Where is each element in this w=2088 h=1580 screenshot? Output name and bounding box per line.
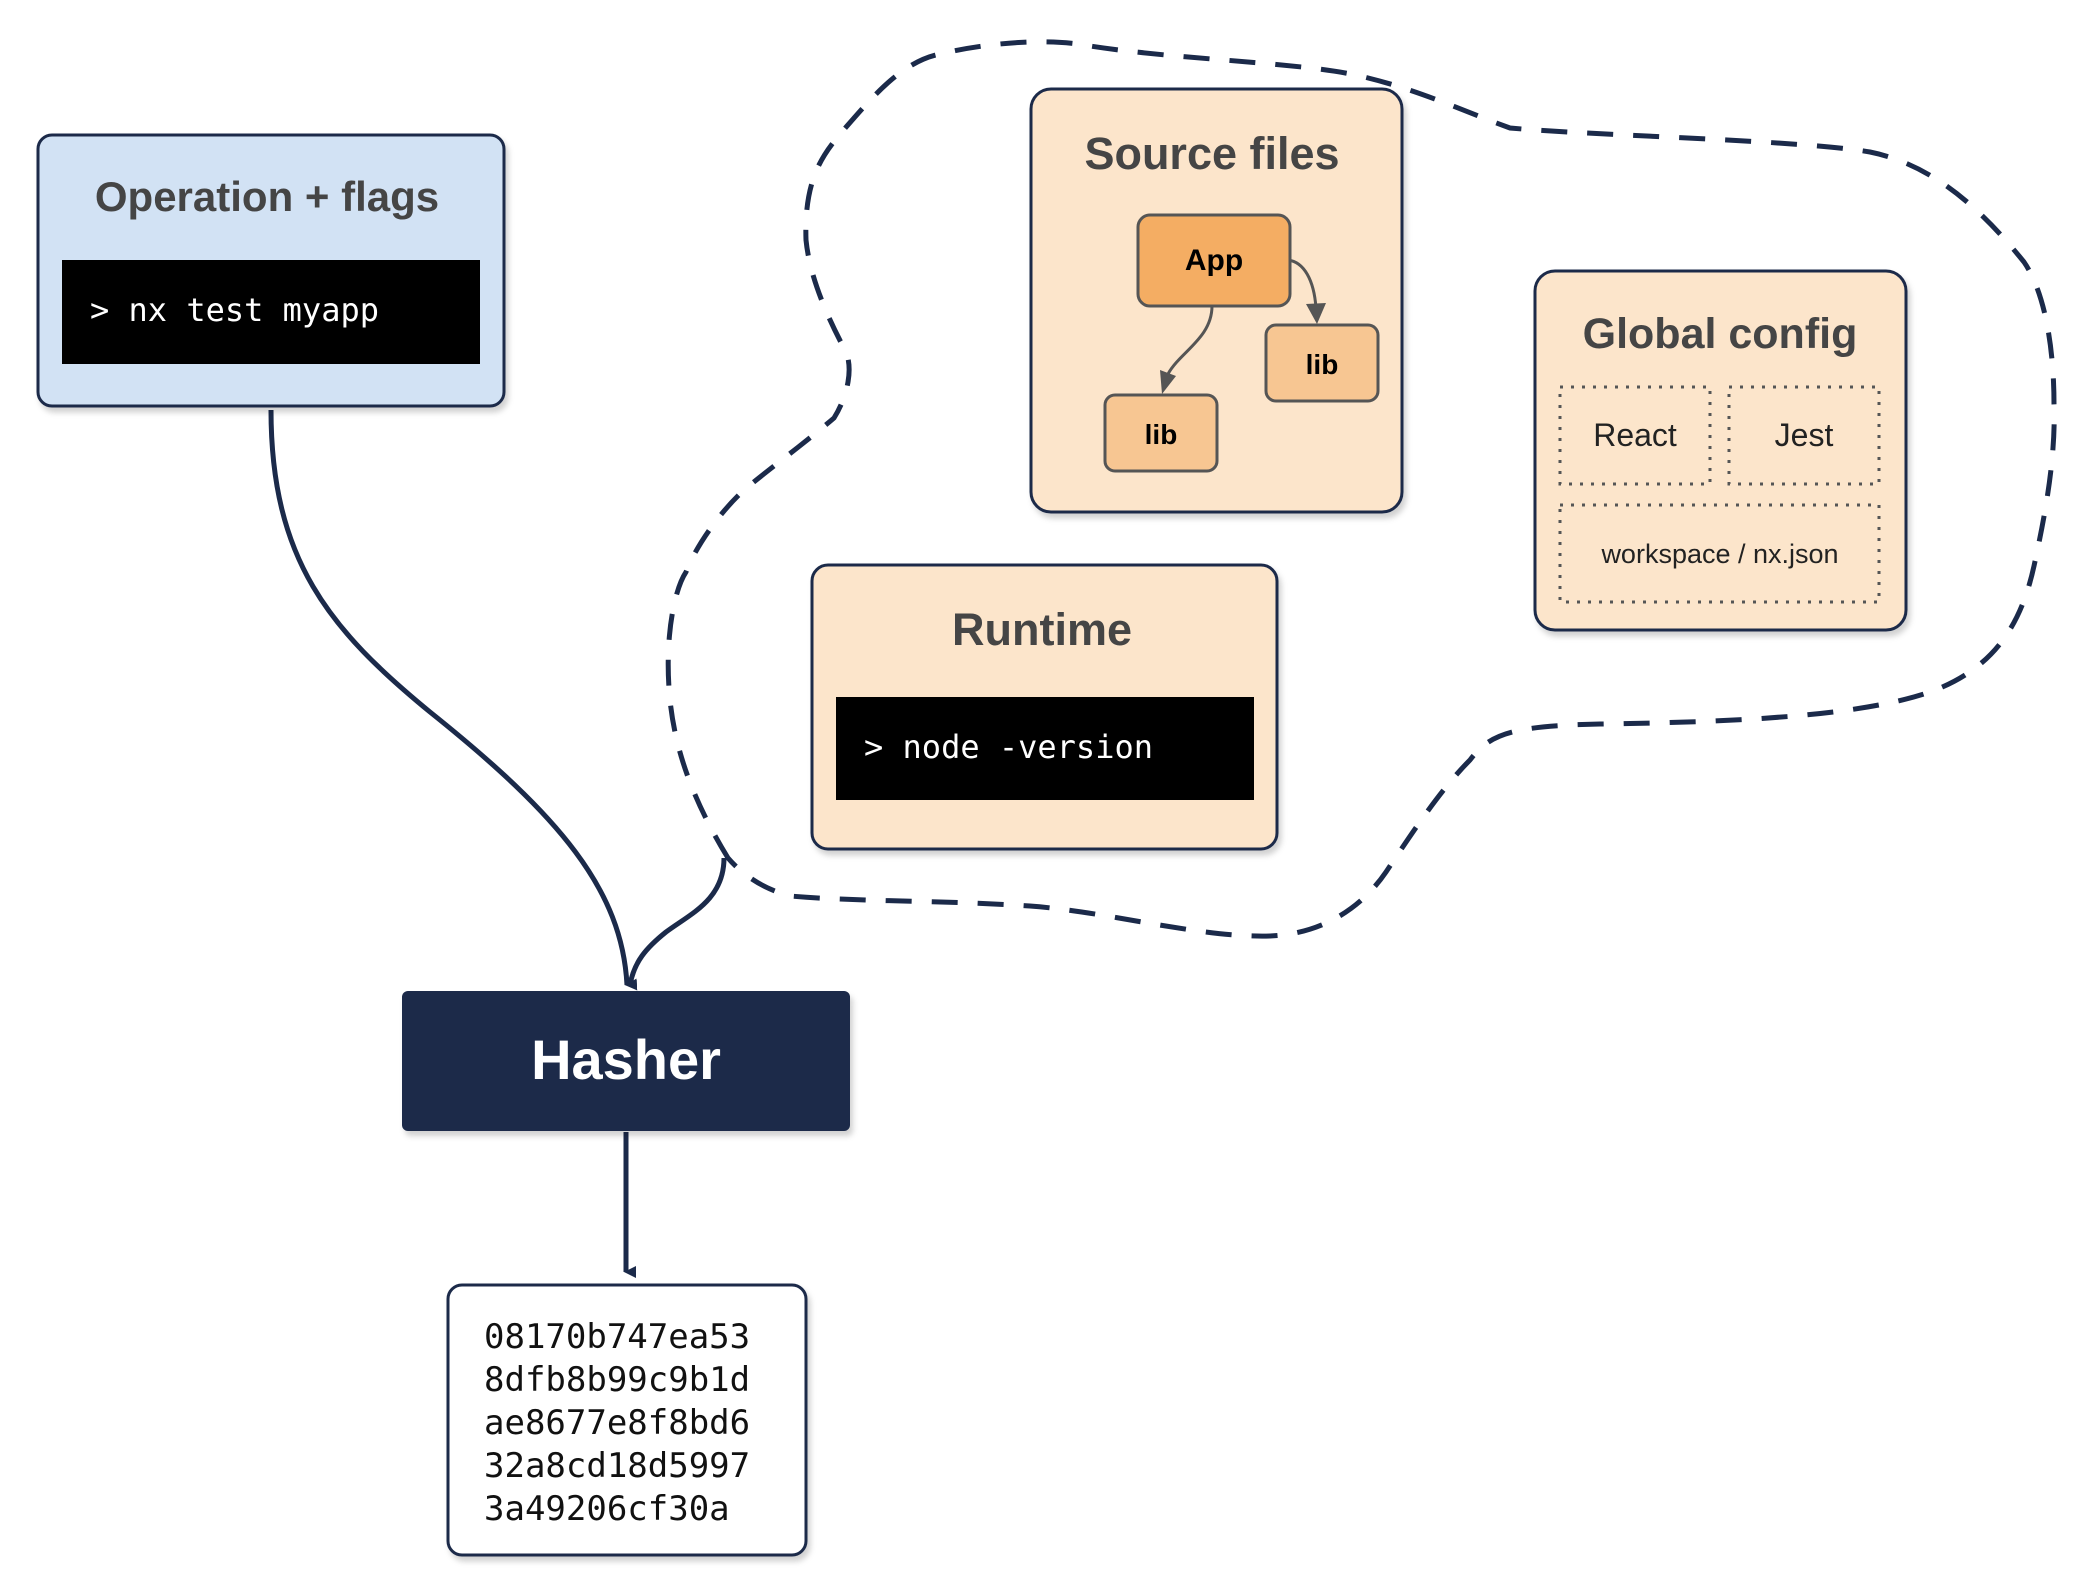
operation-command: > nx test myapp xyxy=(90,291,379,329)
edge-app-to-lib-left-head xyxy=(1160,370,1176,394)
runtime-terminal xyxy=(836,697,1254,800)
dependency-cloud-boundary xyxy=(665,39,2057,939)
runtime-box: Runtime > node -version xyxy=(810,563,1279,851)
workspace-config-cell xyxy=(1558,503,1881,604)
hash-line-3: ae8677e8f8bd6 xyxy=(484,1403,750,1443)
workspace-config-label: workspace / nx.json xyxy=(1600,539,1838,569)
source-files-box: Source files App lib lib xyxy=(1029,87,1404,514)
lib-node-left xyxy=(1103,393,1219,473)
lib-node-left-label: lib xyxy=(1145,419,1178,450)
jest-config-label: Jest xyxy=(1775,417,1834,453)
runtime-command: > node -version xyxy=(864,728,1153,766)
edge-app-to-lib-right-head xyxy=(1306,303,1326,324)
hash-line-2: 8dfb8b99c9b1d xyxy=(484,1360,750,1400)
react-config-cell xyxy=(1558,385,1712,486)
lib-node-right-label: lib xyxy=(1306,349,1339,380)
hash-line-5: 3a49206cf30a xyxy=(484,1489,730,1529)
hasher-box: Hasher xyxy=(402,991,850,1131)
runtime-title: Runtime xyxy=(952,604,1132,655)
hash-output-box: 08170b747ea53 8dfb8b99c9b1d ae8677e8f8bd… xyxy=(446,1283,808,1557)
hasher-label: Hasher xyxy=(531,1028,721,1091)
hash-line-1: 08170b747ea53 xyxy=(484,1317,750,1357)
arrow-operation-to-hasher xyxy=(268,409,638,991)
operation-terminal xyxy=(62,260,480,364)
jest-config-cell xyxy=(1727,385,1881,486)
operation-flags-title: Operation + flags xyxy=(95,173,439,220)
global-config-box: Global config React Jest workspace / nx.… xyxy=(1533,269,1908,632)
lib-node-right xyxy=(1264,323,1380,403)
edge-app-to-lib-right xyxy=(1287,258,1318,309)
app-node xyxy=(1136,213,1292,308)
arrow-cloud-to-hasher xyxy=(627,857,727,986)
operation-flags-box: Operation + flags > nx test myapp xyxy=(36,133,506,408)
hash-line-4: 32a8cd18d5997 xyxy=(484,1446,750,1486)
global-config-title: Global config xyxy=(1583,310,1858,358)
source-files-title: Source files xyxy=(1084,128,1339,179)
app-node-label: App xyxy=(1185,244,1243,277)
react-config-label: React xyxy=(1593,417,1677,453)
edge-app-to-lib-left xyxy=(1166,305,1214,375)
